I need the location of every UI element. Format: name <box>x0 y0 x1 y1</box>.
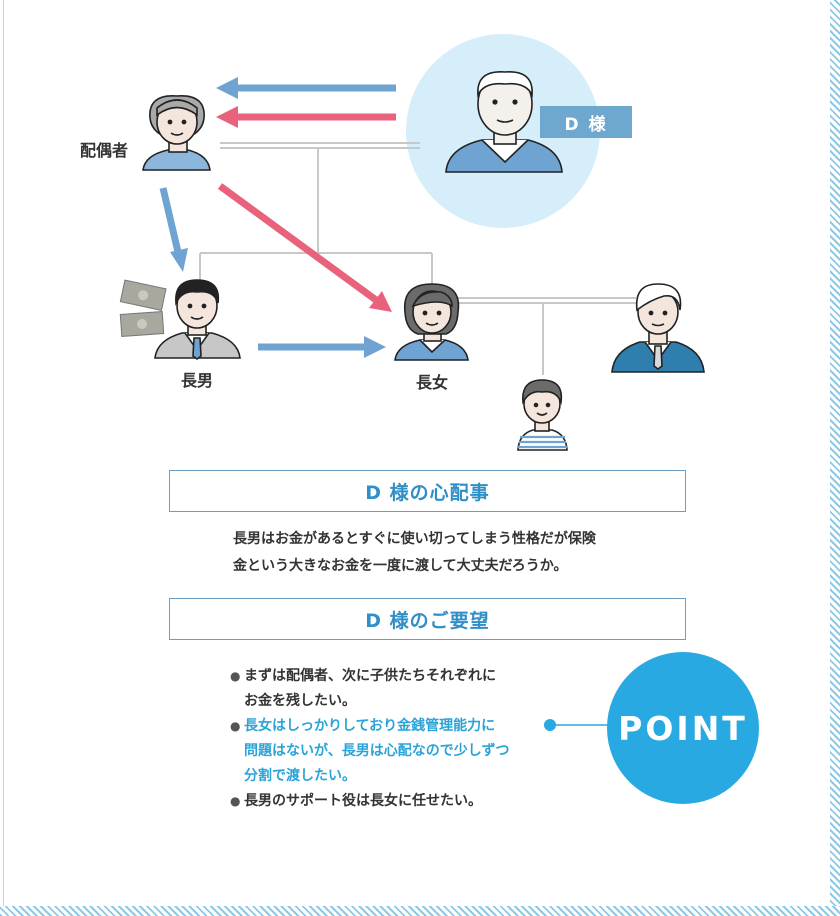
bullet-icon: ● <box>230 669 241 683</box>
arrow-client-to-spouse-red <box>216 106 396 128</box>
son-icon <box>154 279 241 360</box>
wish-item: ● まずは配偶者、次に子供たちそれぞれに お金を残したい。 <box>230 664 560 714</box>
grandmother-icon <box>142 95 211 171</box>
concern-text: 長男はお金があるとすぐに使い切ってしまう性格だが保険 金という大きなお金を一度に… <box>233 526 653 580</box>
daughter-label: 長女 <box>416 373 449 392</box>
bullet-icon: ● <box>230 719 241 733</box>
wish-line: 長女はしっかりしており金銭管理能力に <box>244 718 496 734</box>
wishes-title: D 様のご要望 <box>169 598 686 640</box>
left-border-line <box>3 0 4 906</box>
concern-line: 金という大きなお金を一度に渡して大丈夫だろうか。 <box>233 558 568 574</box>
grandchild-icon <box>517 379 568 451</box>
client-label-badge: D 様 <box>540 106 632 138</box>
concern-title: D 様の心配事 <box>169 470 686 512</box>
decorative-stripe-bottom <box>0 906 840 916</box>
wish-line: まずは配偶者、次に子供たちそれぞれに <box>244 668 496 684</box>
concern-line: 長男はお金があるとすぐに使い切ってしまう性格だが保険 <box>233 531 596 547</box>
wish-line: 長男のサポート役は長女に任せたい。 <box>244 793 482 809</box>
wish-line: 問題はないが、長男は心配なので少しずつ <box>244 743 510 759</box>
wish-line: お金を残したい。 <box>244 693 356 709</box>
arrow-client-to-spouse-blue <box>216 77 396 99</box>
money-icon <box>119 279 167 337</box>
spouse-label: 配偶者 <box>80 141 129 160</box>
arrow-spouse-to-daughter <box>217 183 392 312</box>
wish-item: ● 長男のサポート役は長女に任せたい。 <box>230 789 560 814</box>
family-diagram <box>119 34 705 451</box>
bullet-icon: ● <box>230 794 241 808</box>
point-connector <box>544 719 618 731</box>
son-label: 長男 <box>181 371 214 390</box>
arrow-son-to-daughter <box>258 336 386 358</box>
daughter-icon <box>394 283 469 361</box>
son-in-law-icon <box>611 283 705 373</box>
arrow-spouse-to-son <box>159 187 188 272</box>
wish-item-highlight: ● 長女はしっかりしており金銭管理能力に 問題はないが、長男は心配なので少しずつ… <box>230 714 560 789</box>
wish-line: 分割で渡したい。 <box>244 768 356 784</box>
wishes-list: ● まずは配偶者、次に子供たちそれぞれに お金を残したい。 ● 長女はしっかりし… <box>230 664 560 814</box>
grandfather-icon <box>445 71 563 173</box>
point-badge: POINT <box>607 652 759 804</box>
decorative-stripe-right <box>830 0 840 916</box>
